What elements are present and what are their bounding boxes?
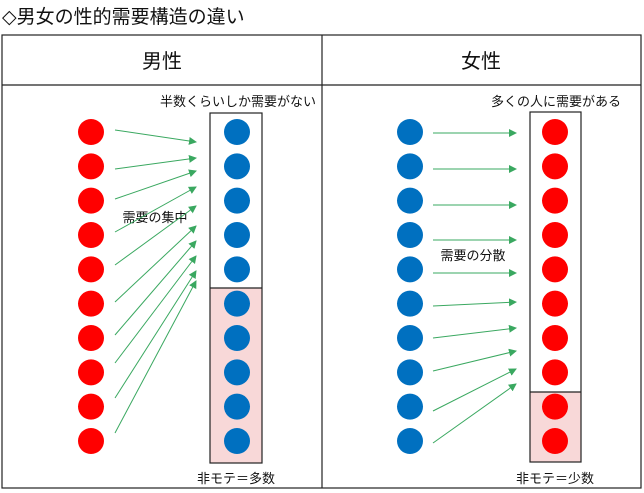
female-target-box [529,111,582,463]
male-demand-arrow [114,225,197,303]
female-target-person [542,222,568,248]
female-source-person [397,359,423,386]
male-demand-arrow [114,240,197,336]
male-source-person [78,290,104,317]
male-source-person [78,256,104,283]
male-source-person [78,428,104,454]
female-source-person [397,256,423,283]
male-target-person [224,393,250,420]
male-target-person [224,119,250,145]
female-source-person [397,153,423,180]
female-demand-arrow [432,348,517,372]
male-demand-arrow [114,154,197,170]
male-source-person [78,359,104,386]
male-target-person [224,325,250,351]
male-source-person [78,187,104,214]
female-top-label: 多くの人に需要がある [491,94,621,110]
female-source-person [397,187,423,214]
male-target-person [224,256,250,283]
male-target-person [224,153,250,180]
female-target-person [542,428,568,454]
male-source-person [78,222,104,248]
female-demand-arrow [432,383,517,444]
female-source-person [397,222,423,248]
male-source-person [78,119,104,145]
female-target-person [542,119,568,145]
male-source-person [78,393,104,420]
female-demand-arrow [432,324,517,339]
female-target-person [542,325,568,351]
header-male: 男性 [142,49,182,73]
page-title: ◇男女の性的需要構造の違い [2,6,245,28]
male-demand-arrow [114,255,197,364]
male-middle-label: 需要の集中 [122,210,187,226]
female-source-person [397,428,423,454]
female-middle-label: 需要の分散 [440,249,505,264]
female-demand-arrow [432,298,517,307]
female-target-person [542,393,568,420]
male-target-person [224,428,250,454]
female-source-person [397,325,423,351]
male-demand-arrow [114,270,197,399]
male-target-person [224,187,250,214]
male-target-person [224,222,250,248]
male-top-label: 半数くらいしか需要がない [160,95,316,110]
male-source-person [78,325,104,351]
female-target-person [542,153,568,180]
female-target-person [542,359,568,386]
female-target-person [542,256,568,283]
male-target-person [224,290,250,317]
header-female: 女性 [461,49,501,73]
male-demand-arrow [114,280,197,434]
male-target-person [224,359,250,386]
male-demand-arrow [114,169,197,200]
female-bottom-label: 非モテ＝少数 [516,472,594,487]
male-demand-arrow [114,205,197,266]
female-source-person [397,290,423,317]
female-target-person [542,290,568,317]
female-demand-arrow [432,368,517,412]
male-demand-arrow [114,129,197,145]
female-target-person [542,187,568,214]
male-demand-arrow [114,186,197,233]
female-source-person [397,393,423,420]
male-bottom-label: 非モテ＝多数 [197,471,275,487]
female-source-person [397,119,423,145]
male-source-person [78,153,104,180]
